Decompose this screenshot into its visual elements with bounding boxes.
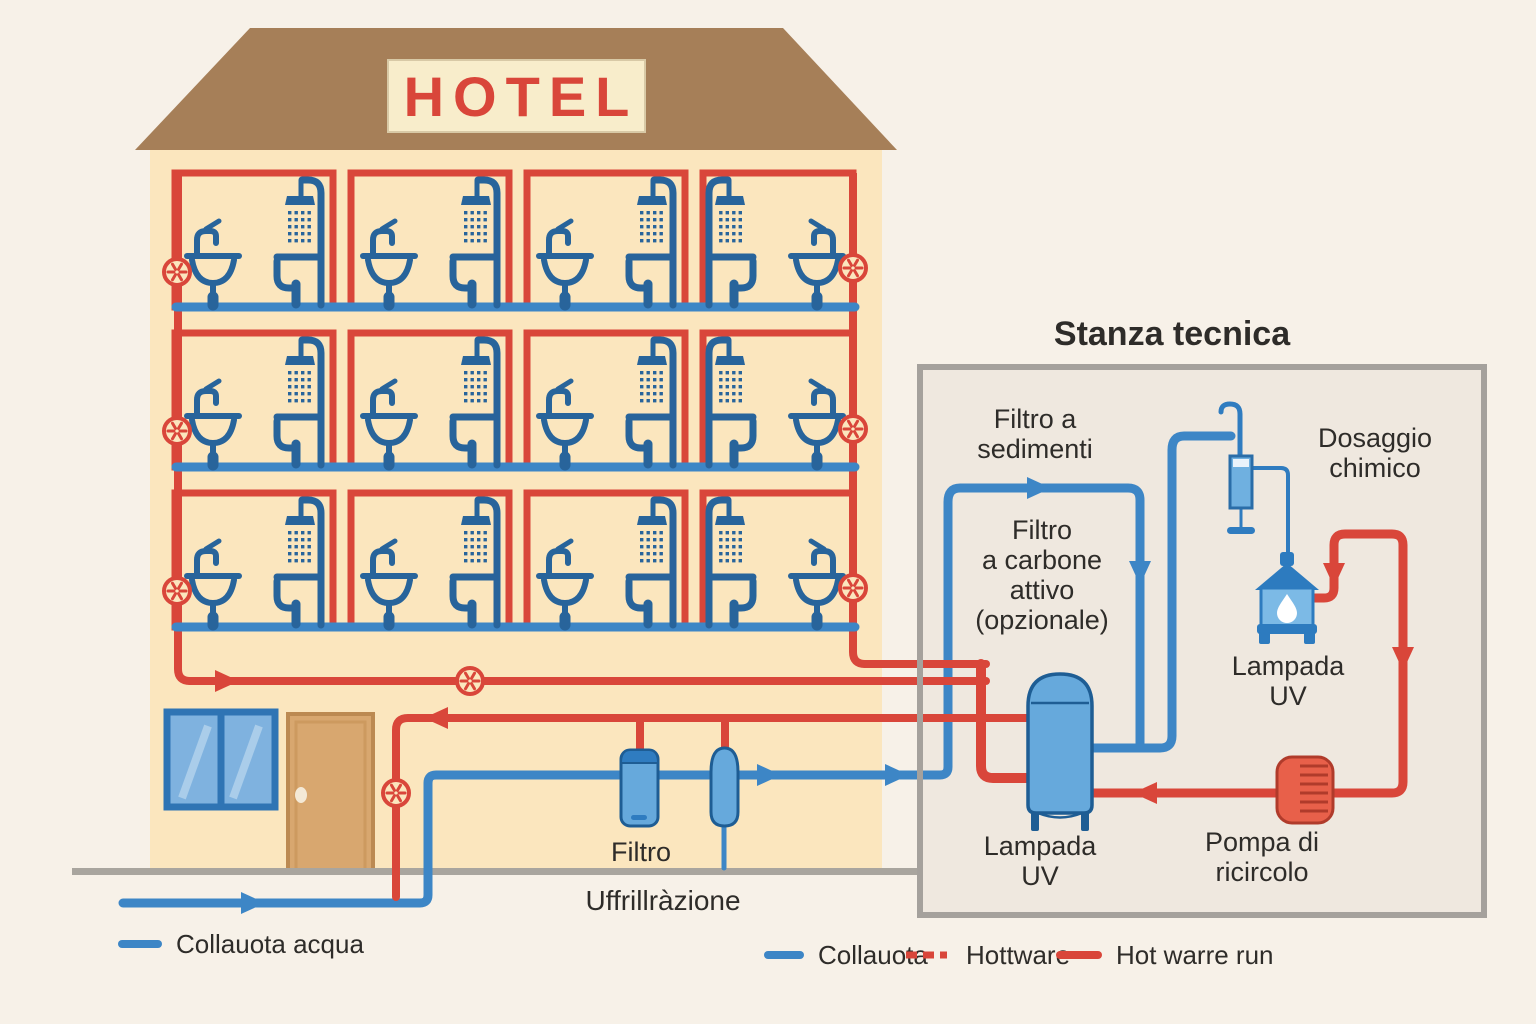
recirculation-pump-label: Pompa di [1205, 827, 1319, 857]
uv-lamp-small-label: UV [1269, 681, 1307, 711]
uv-lamp-small-label: Lampada [1232, 651, 1346, 681]
valve-icon [455, 666, 485, 696]
carbon-filter-label: (opzionale) [975, 605, 1109, 635]
valve-icon [162, 576, 192, 606]
hotel-sign: HOTEL [387, 59, 646, 133]
cold-inlet-label: Collauota acqua [176, 929, 364, 959]
hot-water-pipes [186, 529, 1408, 901]
valve-icon [381, 778, 411, 808]
carbon-filter-label: a carbone [982, 545, 1102, 575]
recirculation-pump-label: ricircolo [1215, 857, 1308, 887]
legend-item-label: Hottware [966, 940, 1070, 970]
sediment-filter-label: sedimenti [977, 434, 1093, 464]
sediment-filter-label: Filtro a [994, 404, 1078, 434]
hotel-sign-text: HOTEL [404, 65, 639, 128]
valve-icon [838, 414, 868, 444]
valve-icon [162, 416, 192, 446]
filter-cartridge-icon [709, 746, 740, 828]
valve-icon [838, 573, 868, 603]
technical-room-title: Stanza tecnica [1054, 315, 1291, 353]
utility-label: Uffrillràzione [585, 885, 740, 916]
cold-floor-pipes [171, 302, 860, 632]
filter-cartridge-icon [619, 748, 660, 828]
chemical-dosing-label: Dosaggio [1318, 423, 1432, 453]
legend-item-label: Hot warre run [1116, 940, 1274, 970]
valve-icon [838, 253, 868, 283]
uv-lamp-lantern-icon [1255, 552, 1319, 644]
ground-line [72, 868, 1072, 875]
valve-icon [162, 257, 192, 287]
legend-cold-inlet: Collauota acqua [118, 929, 364, 959]
sediment-filter-units [619, 746, 740, 828]
door-icon [286, 712, 375, 874]
uv-lamp-tank-label: UV [1021, 861, 1059, 891]
carbon-filter-label: Filtro [1012, 515, 1072, 545]
technical-room-border [917, 364, 1487, 918]
uv-lamp-tank-label: Lampada [984, 831, 1098, 861]
uv-lamp-tank-icon [1026, 672, 1094, 831]
legend: Collauota Hottware Hot warre run [764, 940, 1274, 970]
chemical-dosing-label: chimico [1329, 453, 1421, 483]
cold-water-pipes [118, 431, 1236, 908]
dosing-syringe-icon [1218, 401, 1290, 553]
filter-label: Filtro [611, 837, 671, 867]
window-icon [163, 708, 279, 811]
pump-icon [1275, 755, 1335, 825]
technical-room-panel [920, 367, 1484, 915]
carbon-filter-label: attivo [1010, 575, 1075, 605]
hotel-building: HOTEL [135, 28, 897, 874]
